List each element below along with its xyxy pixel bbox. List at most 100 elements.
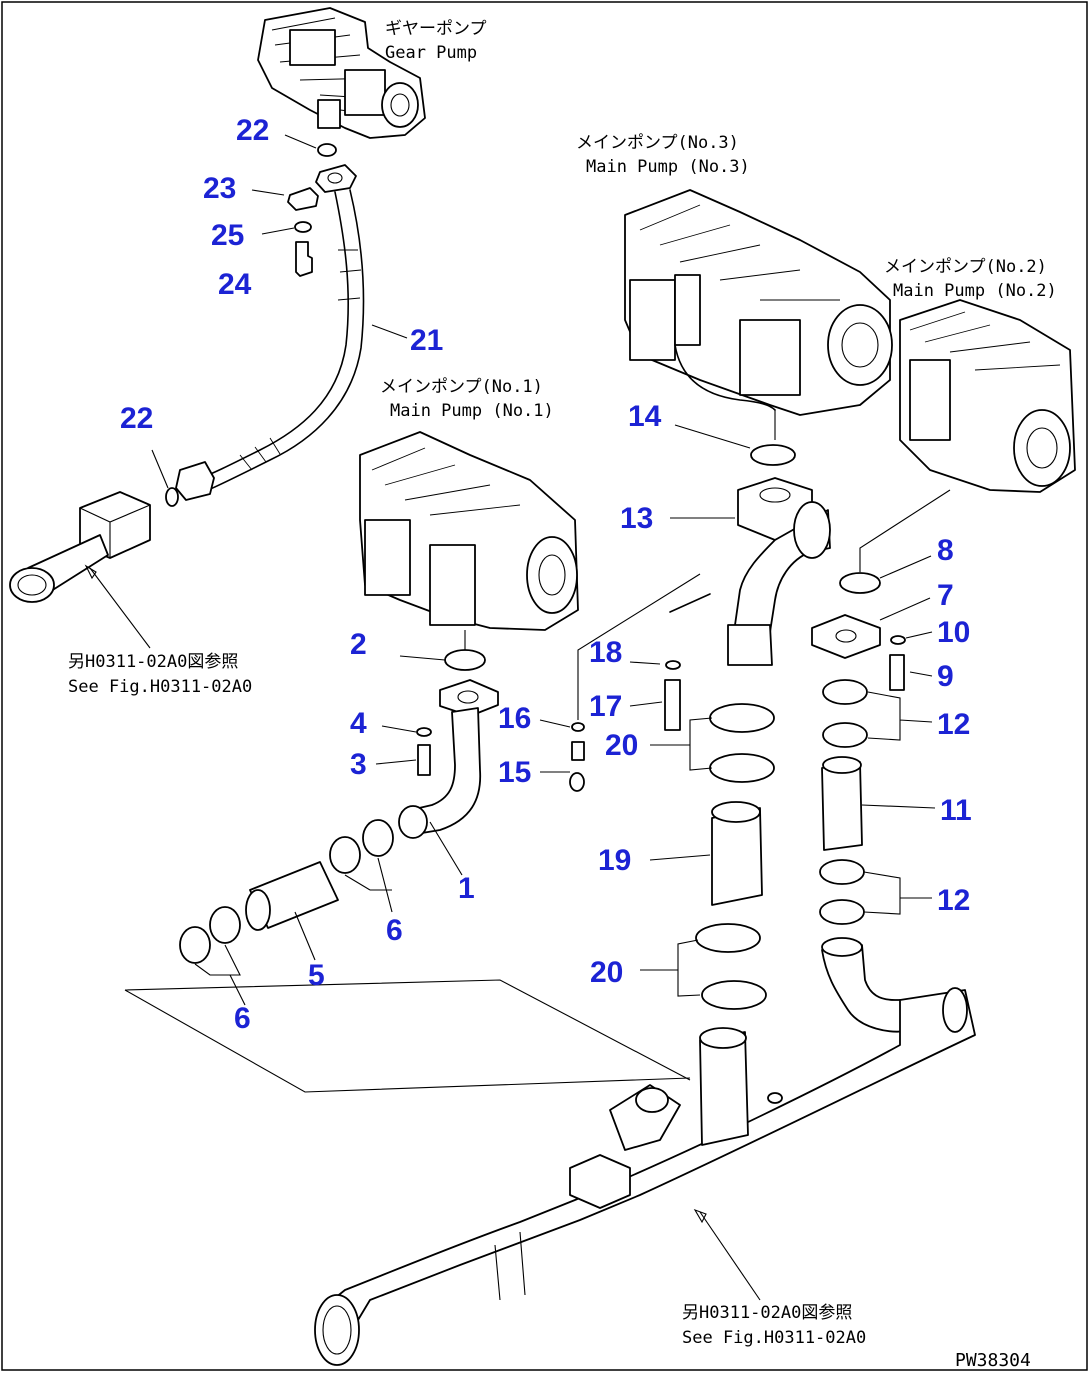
main-pump-no2-drawing [899,299,1076,493]
flange-7 [811,614,881,659]
callout-17: 17 [589,690,622,723]
clamp-12-d [819,899,865,925]
callout-21: 21 [410,324,443,357]
hose-21-line-b [207,189,365,491]
washer-10 [890,635,906,645]
callout-12-lower: 12 [937,884,970,917]
o-ring-2 [444,649,486,671]
suction-tube-riser-top [699,1027,747,1049]
gear-pump-drawing [257,7,426,139]
suction-tube-main [319,989,976,1351]
plug-bottom [767,1092,783,1104]
clamp-12-b [822,722,868,748]
hose-5-end [245,889,271,931]
clamp-6-d [179,926,211,964]
reference-lower-right-en: See Fig.H0311-02A0 [682,1328,866,1348]
main-pump-no3-label-en: Main Pump (No.3) [586,157,750,177]
main-pump-no2-label-en: Main Pump (No.2) [893,281,1057,301]
o-ring-8 [839,572,881,594]
clamp-6-b [329,836,361,874]
clamp-20-b [709,753,775,783]
clamp-20-a [709,703,775,733]
split-flange-23 [287,187,319,211]
callout-16: 16 [498,702,531,735]
suction-tube-riser [699,1031,749,1146]
washer-18 [665,660,681,670]
callout-11: 11 [940,794,972,827]
main-pump-no3-label-jp: メインポンプ(No.3) [576,133,739,153]
callout-4: 4 [350,707,367,740]
leader-lines [151,134,936,1006]
elbow-part-1 [401,707,482,836]
hose-flange-top [315,164,357,193]
reference-lower-right-jp: 另H0311-02A0図参照 [682,1303,852,1323]
main-pump-no2-label-jp: メインポンプ(No.2) [884,257,1047,277]
plug-15 [571,741,585,761]
callout-20-lower: 20 [590,956,623,989]
washer-25 [294,221,312,233]
reference-upper-left-en: See Fig.H0311-02A0 [68,677,252,697]
callout-20-upper: 20 [605,729,638,762]
washer-4 [416,727,432,737]
tube-seam [494,1231,526,1301]
flange-part-1 [439,679,499,717]
clamp-20-c [695,923,761,953]
elbow-right-branch [821,944,913,1033]
main-pump-no3-drawing [624,189,893,416]
callout-7: 7 [937,579,954,612]
callout-9: 9 [937,660,954,693]
callout-8: 8 [937,534,954,567]
bolt-3 [417,744,431,776]
clamp-12-a [822,679,868,705]
callout-5: 5 [308,959,325,992]
gear-pump-label-en: Gear Pump [385,43,477,63]
washer-16 [571,722,585,732]
elbow-right-top [821,937,863,957]
hose-21-line-a [199,191,349,479]
tube-end-upper-left [9,567,55,603]
callout-14: 14 [628,400,662,433]
callout-13: 13 [620,502,653,535]
reference-leader-upper-left [89,567,151,649]
callout-10: 10 [937,616,970,649]
hidden-line-13 [669,593,711,613]
bolt-24 [295,241,313,277]
hose-19-top [711,801,761,823]
callout-19: 19 [598,844,631,877]
callout-25: 25 [211,219,244,252]
main-pump-no1-drawing [359,431,579,631]
main-pump-no1-label-jp: メインポンプ(No.1) [380,377,543,397]
callout-6-left: 6 [234,1002,251,1035]
callout-15: 15 [498,756,531,789]
o-ring-22-top [317,143,337,157]
suction-tube-cap [942,987,968,1033]
bolt-17 [664,679,681,731]
elbow-end-part-1 [398,805,428,839]
main-pump-no1-label-en: Main Pump (No.1) [390,401,554,421]
side-elbow-bottom-port [635,1087,669,1113]
drawing-number: PW38304 [955,1350,1031,1371]
callout-2: 2 [350,628,367,661]
bolt-9 [889,654,905,691]
hose-11 [821,761,863,851]
gear-pump-label-jp: ギヤーポンプ [385,19,487,39]
assembly-line-bottom-b [124,989,691,1093]
o-ring-14 [750,444,796,466]
clamp-12-c [819,859,865,885]
assembly-line-bottom-a [124,979,691,1081]
callout-24: 24 [218,268,252,301]
callout-1: 1 [458,872,475,905]
callout-23: 23 [203,172,236,205]
elbow-13-outlet [727,624,773,666]
callout-22-left: 22 [120,402,153,435]
clamp-6-c [209,906,241,944]
elbow-13-side-port [793,501,831,559]
callout-6-right: 6 [386,914,403,947]
block-bottom [569,1154,631,1209]
leader-16-13 [577,573,701,720]
callout-12-upper: 12 [937,708,970,741]
callout-18: 18 [589,636,622,669]
callout-3: 3 [350,748,367,781]
